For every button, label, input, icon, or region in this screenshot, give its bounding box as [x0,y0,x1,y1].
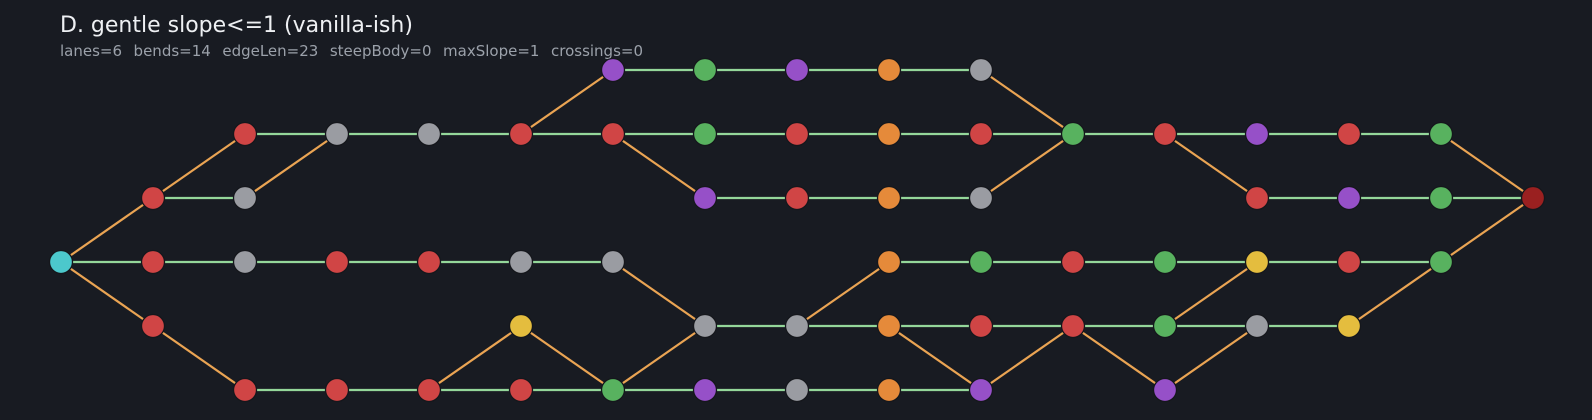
node-n30 [784,313,810,339]
node-n25 [692,313,718,339]
node-n33 [876,121,902,147]
node-n55 [1336,121,1362,147]
node-n57 [1336,249,1362,275]
edge-n58-n61 [1347,260,1443,328]
edge-n20-n25 [611,260,707,328]
node-n22 [692,57,718,83]
edge-n38-n44 [979,68,1075,136]
node-n40 [968,185,994,211]
node-n35 [876,249,902,275]
node-n24 [692,185,718,211]
node-n49 [1152,313,1178,339]
node-n44 [1060,121,1086,147]
node-n18 [600,57,626,83]
edge-n16-n21 [519,324,615,392]
node-n39 [968,121,994,147]
node-n59 [1428,121,1454,147]
edge-n49-n53 [1163,260,1259,328]
edge-n43-n46 [979,324,1075,392]
node-n27 [784,57,810,83]
node-n56 [1336,185,1362,211]
node-n41 [968,249,994,275]
edge-n1-n4 [151,132,247,200]
node-n29 [784,185,810,211]
node-n53 [1244,249,1270,275]
edge-n59-n62 [1439,132,1535,200]
node-n51 [1244,121,1270,147]
node-n10 [324,377,350,403]
edge-n14-n18 [519,68,615,136]
node-n26 [692,377,718,403]
node-n15 [508,249,534,275]
edge-n50-n54 [1163,324,1259,392]
node-n31 [784,377,810,403]
edge-n30-n35 [795,260,891,328]
node-n17 [508,377,534,403]
node-n38 [968,57,994,83]
node-n37 [876,377,902,403]
node-n19 [600,121,626,147]
node-n13 [416,377,442,403]
node-n9 [324,249,350,275]
edge-n47-n52 [1163,132,1259,200]
node-n50 [1152,377,1178,403]
node-n6 [232,249,258,275]
diagram-stats: lanes=6 bends=14 edgeLen=23 steepBody=0 … [60,42,644,60]
node-n54 [1244,313,1270,339]
node-n20 [600,249,626,275]
node-n16 [508,313,534,339]
node-n34 [876,185,902,211]
edge-n19-n24 [611,132,707,200]
node-n62 [1520,185,1546,211]
node-n43 [968,377,994,403]
node-n2 [140,249,166,275]
node-n23 [692,121,718,147]
node-n12 [416,249,442,275]
node-n21 [600,377,626,403]
node-n52 [1244,185,1270,211]
edge-n46-n50 [1071,324,1167,392]
edge-n21-n25 [611,324,707,392]
node-n14 [508,121,534,147]
edge-n61-n62 [1439,196,1535,264]
edge-n3-n7 [151,324,247,392]
edge-n0-n3 [59,260,155,328]
node-layer [48,57,1546,403]
node-n11 [416,121,442,147]
diagram-title: D. gentle slope<=1 (vanilla-ish) [60,13,413,38]
node-n7 [232,377,258,403]
node-n36 [876,313,902,339]
node-n58 [1336,313,1362,339]
edge-n36-n43 [887,324,983,392]
node-n3 [140,313,166,339]
node-n4 [232,121,258,147]
node-n32 [876,57,902,83]
node-n45 [1060,249,1086,275]
node-n42 [968,313,994,339]
node-n47 [1152,121,1178,147]
node-n0 [48,249,74,275]
edge-n0-n1 [59,196,155,264]
node-n46 [1060,313,1086,339]
node-n48 [1152,249,1178,275]
edge-n40-n44 [979,132,1075,200]
node-n28 [784,121,810,147]
edge-layer [59,68,1535,392]
node-n60 [1428,185,1454,211]
node-n5 [232,185,258,211]
node-n8 [324,121,350,147]
node-n1 [140,185,166,211]
edge-n13-n16 [427,324,523,392]
node-n61 [1428,249,1454,275]
edge-n5-n8 [243,132,339,200]
